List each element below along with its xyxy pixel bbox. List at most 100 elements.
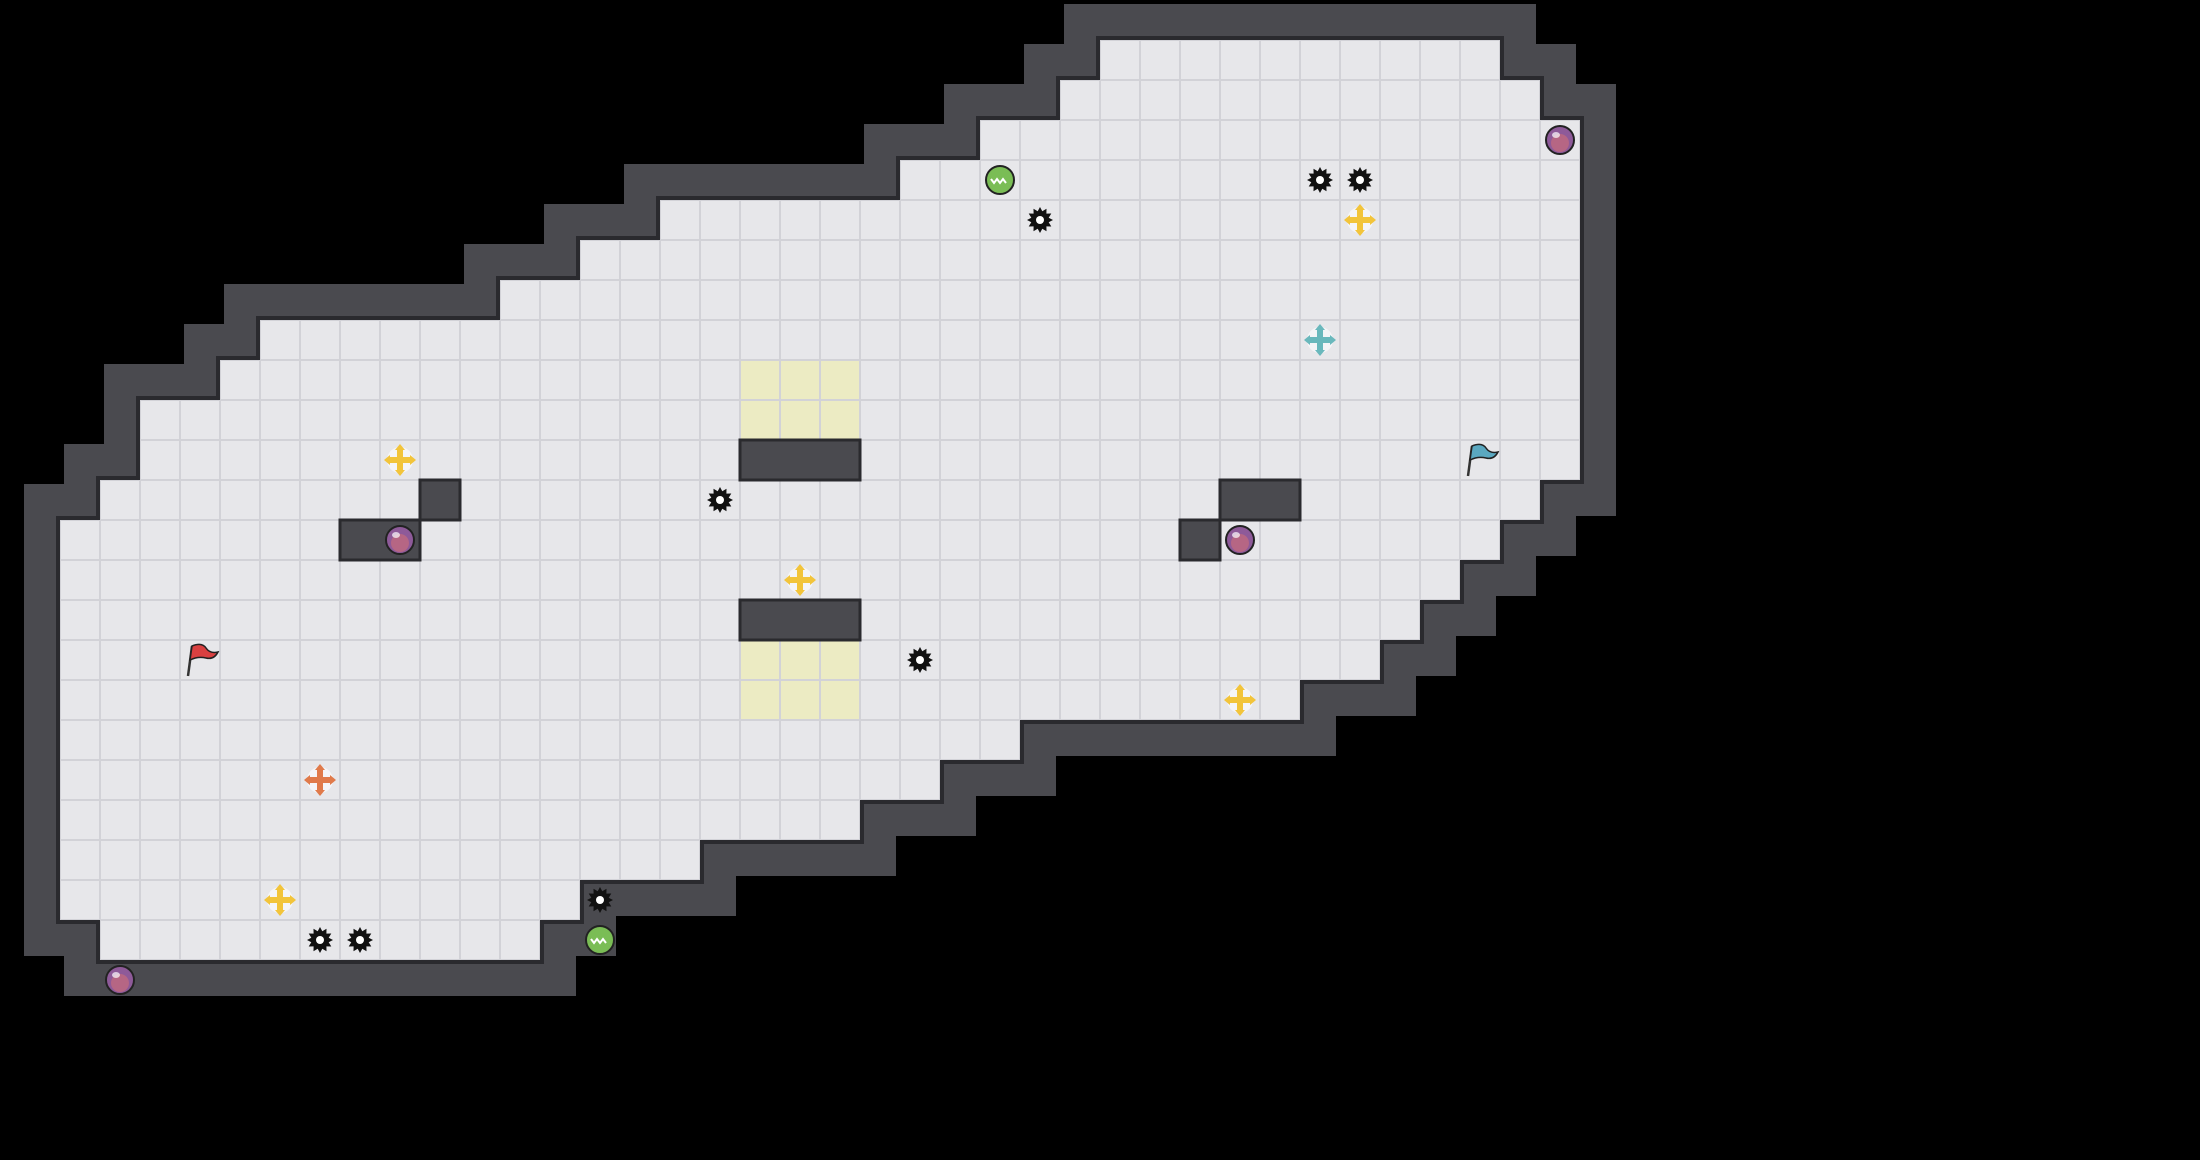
floor-tile (1380, 400, 1420, 440)
floor-tile (100, 600, 140, 640)
floor-tile (1500, 280, 1540, 320)
floor-tile (820, 240, 860, 280)
floor-tile (1100, 360, 1140, 400)
floor-tile (980, 600, 1020, 640)
floor-tile (1540, 160, 1580, 200)
floor-row (660, 200, 1580, 240)
floor-tile (900, 360, 940, 400)
floor-tile (1260, 40, 1300, 80)
floor-tile (1020, 360, 1060, 400)
floor-tile (140, 480, 180, 520)
floor-tile (660, 440, 700, 480)
floor-tile (140, 520, 180, 560)
floor-tile (380, 720, 420, 760)
floor-tile (900, 400, 940, 440)
floor-tile (1180, 600, 1220, 640)
floor-tile (300, 800, 340, 840)
floor-tile (260, 720, 300, 760)
floor-tile (220, 560, 260, 600)
floor-tile (580, 600, 620, 640)
floor-tile (620, 320, 660, 360)
floor-tile (1420, 520, 1460, 560)
floor-tile (1060, 680, 1100, 720)
floor-tile (180, 640, 220, 680)
floor-tile (1220, 680, 1260, 720)
floor-tile (1060, 400, 1100, 440)
floor-tile (1340, 440, 1380, 480)
floor-tile (1460, 40, 1500, 80)
floor-tile (460, 440, 500, 480)
floor-tile (740, 720, 780, 760)
floor-tile (1100, 520, 1140, 560)
floor-tile (1380, 200, 1420, 240)
floor-row (260, 320, 1580, 360)
floor-tile (260, 560, 300, 600)
floor-tile (1020, 200, 1060, 240)
floor-tile (940, 520, 980, 560)
floor-tile (1500, 80, 1540, 120)
floor-tile (1420, 560, 1460, 600)
floor-tile (1220, 280, 1260, 320)
spike-mine-icon (1347, 167, 1373, 193)
floor-tile (1500, 400, 1540, 440)
floor-tile (1500, 120, 1540, 160)
floor-tile (980, 120, 1020, 160)
floor-tile (700, 360, 740, 400)
floor-tile (180, 560, 220, 600)
floor-tile (220, 360, 260, 400)
floor-tile (100, 680, 140, 720)
floor-tile (900, 200, 940, 240)
floor-tile (1140, 640, 1180, 680)
floor-tile (220, 640, 260, 680)
floor-row (60, 880, 580, 920)
floor-tile (1020, 600, 1060, 640)
floor-tile (1260, 360, 1300, 400)
floor-tile (100, 720, 140, 760)
floor-tile (660, 840, 700, 880)
floor-tile (1340, 240, 1380, 280)
floor-tile (340, 400, 380, 440)
floor-tile (500, 840, 540, 880)
floor-tile (100, 880, 140, 920)
floor-tile (180, 440, 220, 480)
floor-tile (260, 760, 300, 800)
floor-tile (60, 520, 100, 560)
floor-tile (1060, 240, 1100, 280)
floor-tile (580, 360, 620, 400)
floor-tile (420, 680, 460, 720)
floor-tile (220, 600, 260, 640)
floor-tile (1300, 280, 1340, 320)
spike-mine-icon (907, 647, 933, 673)
floor-tile (300, 600, 340, 640)
floor-tile (620, 720, 660, 760)
floor-tile (780, 720, 820, 760)
floor-tile (580, 280, 620, 320)
floor-tile (1540, 200, 1580, 240)
red-flag-icon (186, 643, 220, 677)
boost-pad-icon (784, 564, 816, 596)
floor-tile (420, 800, 460, 840)
floor-tile (1300, 160, 1340, 200)
floor-tile (1020, 320, 1060, 360)
floor-tile (580, 240, 620, 280)
floor-tile (1100, 120, 1140, 160)
floor-tile (340, 760, 380, 800)
floor-tile (220, 400, 260, 440)
floor-tile (580, 320, 620, 360)
floor-tile (900, 160, 940, 200)
floor-tile (420, 600, 460, 640)
floor-tile (500, 720, 540, 760)
floor-tile (1140, 400, 1180, 440)
floor-tile (500, 400, 540, 440)
floor-tile (380, 920, 420, 960)
floor-tile (1460, 120, 1500, 160)
floor-tile (1220, 400, 1260, 440)
floor-tile (1380, 520, 1420, 560)
floor-tile (940, 200, 980, 240)
floor-tile (220, 920, 260, 960)
floor-tile (540, 440, 580, 480)
floor-tile (1100, 680, 1140, 720)
floor-tile (300, 920, 340, 960)
